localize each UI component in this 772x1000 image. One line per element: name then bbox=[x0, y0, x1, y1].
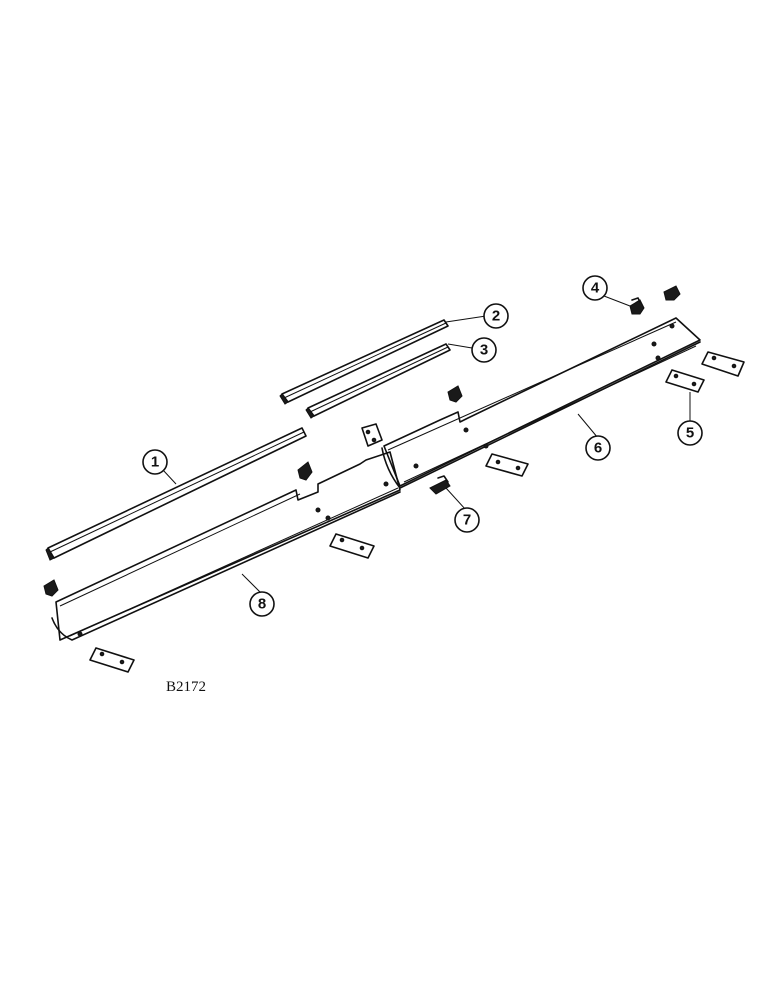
part-8-side-panel bbox=[51, 451, 401, 641]
svg-text:7: 7 bbox=[463, 512, 471, 529]
svg-text:2: 2 bbox=[492, 308, 500, 325]
callout-7: 7 bbox=[454, 507, 480, 533]
figure-id: B2172 bbox=[166, 679, 206, 695]
leader-lines bbox=[162, 295, 691, 595]
callout-3: 3 bbox=[471, 337, 497, 363]
callout-1: 1 bbox=[142, 449, 168, 475]
callout-2: 2 bbox=[483, 303, 509, 329]
part-4-bracket bbox=[629, 297, 645, 315]
part-7-clip bbox=[429, 475, 451, 495]
part-4-bracket-b bbox=[663, 285, 681, 301]
svg-text:5: 5 bbox=[686, 425, 694, 442]
part-2-angle-strip bbox=[279, 319, 449, 405]
callout-4: 4 bbox=[582, 275, 608, 301]
part-6-side-panel bbox=[381, 317, 701, 489]
bracket-mid-left bbox=[297, 461, 313, 481]
callout-8: 8 bbox=[249, 591, 275, 617]
splice-plate-upper-right bbox=[701, 351, 745, 377]
svg-text:3: 3 bbox=[480, 342, 488, 359]
center-hinge-bracket bbox=[361, 423, 383, 447]
callout-6: 6 bbox=[585, 435, 611, 461]
svg-text:1: 1 bbox=[151, 454, 159, 471]
svg-text:4: 4 bbox=[591, 280, 600, 297]
svg-text:8: 8 bbox=[258, 596, 266, 613]
splice-plate-lower-left bbox=[89, 647, 135, 673]
part-3-angle-strip bbox=[305, 343, 451, 419]
part-5-splice-plate bbox=[665, 369, 705, 393]
part-1-angle-strip bbox=[45, 427, 307, 561]
bracket-left-end bbox=[43, 579, 59, 597]
splice-plate-mid-left bbox=[329, 533, 375, 559]
svg-text:6: 6 bbox=[594, 440, 602, 457]
bracket-mid-right bbox=[447, 385, 463, 403]
splice-plate-center bbox=[485, 453, 529, 477]
callout-5: 5 bbox=[677, 420, 703, 446]
